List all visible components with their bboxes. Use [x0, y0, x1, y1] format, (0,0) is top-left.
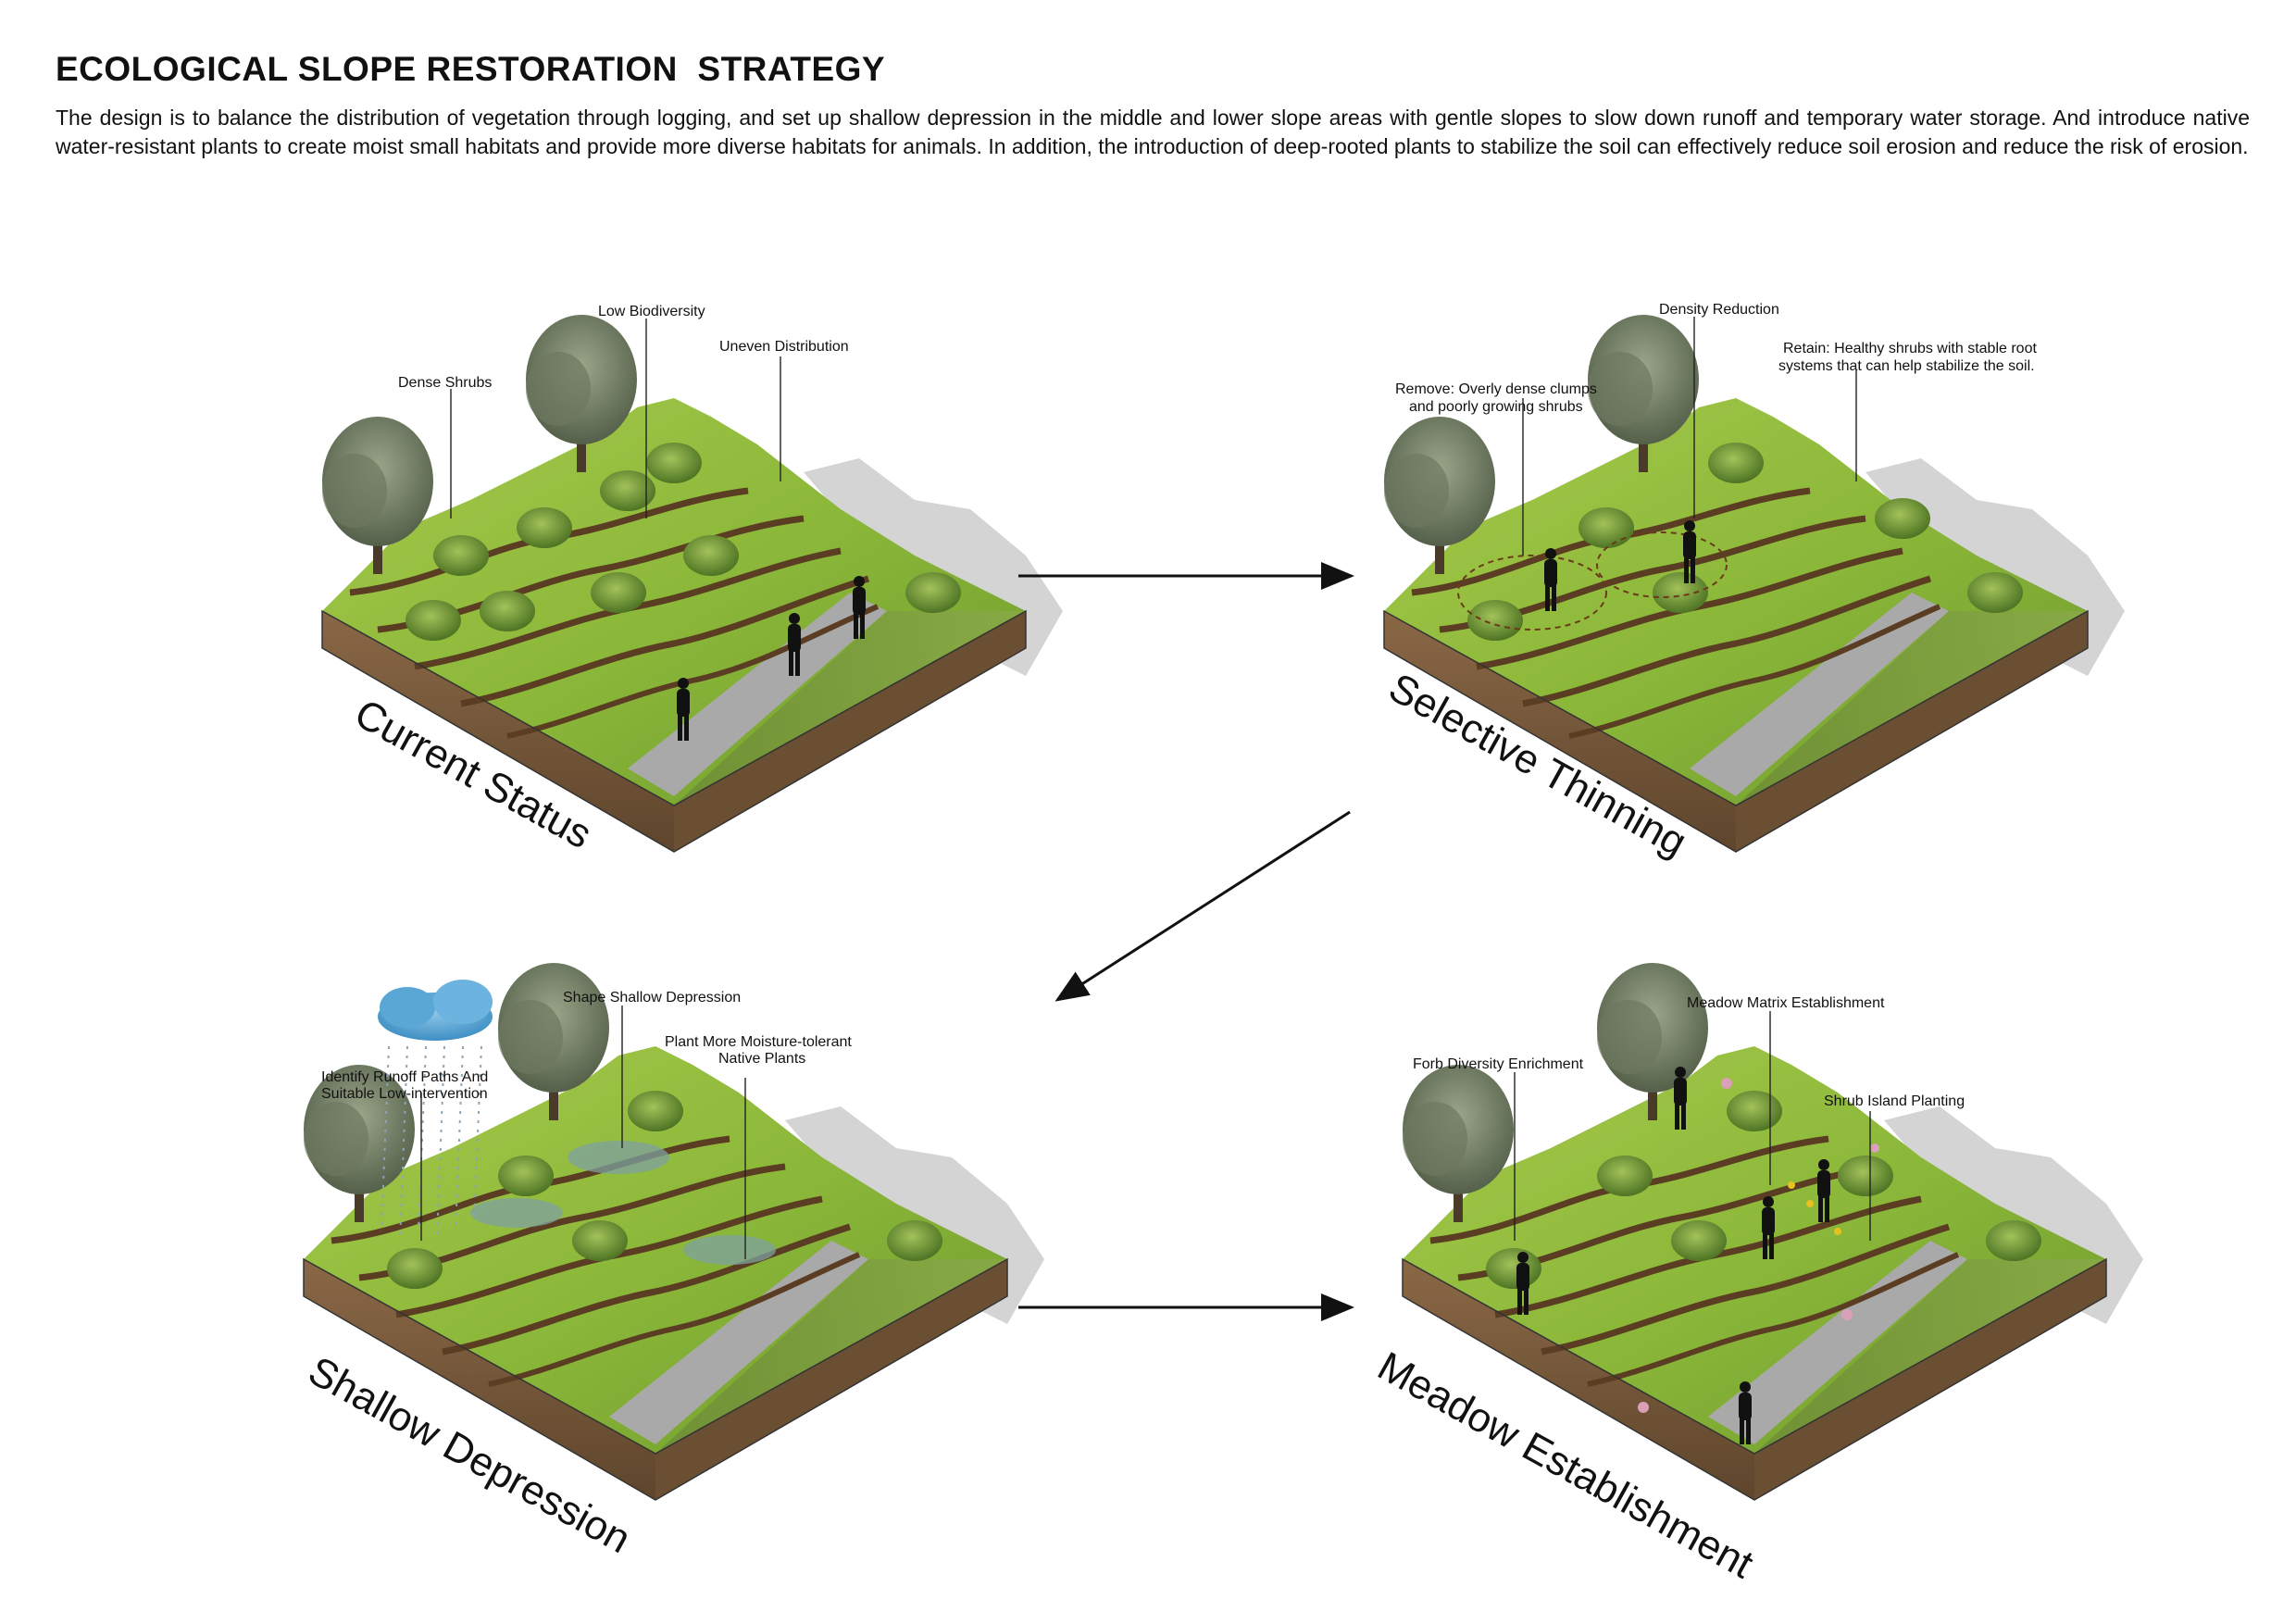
shrub-icon — [887, 1220, 942, 1261]
intro-paragraph: The design is to balance the distributio… — [56, 106, 2250, 158]
flower-patch — [1638, 1078, 1879, 1413]
panel-selective-thinning — [1384, 315, 2125, 852]
shrub-icon — [406, 600, 461, 641]
shrub-icon — [600, 470, 655, 511]
shrub-icon — [905, 572, 961, 613]
shrub-icon — [1875, 498, 1930, 539]
panel-shallow-depression — [304, 963, 1044, 1500]
shrub-icon — [1653, 572, 1708, 613]
label-remove-2: and poorly growing shrubs — [1409, 399, 1583, 415]
shrub-icon — [591, 572, 646, 613]
label-runoff-1: Identify Runoff Paths And — [321, 1069, 488, 1085]
shrub-icon — [628, 1091, 683, 1131]
shrub-icon — [646, 443, 702, 483]
shrub-icon — [1708, 443, 1764, 483]
label-retain-1: Retain: Healthy shrubs with stable root — [1783, 341, 2037, 356]
shrub-icon — [1597, 1156, 1653, 1196]
page-title: ECOLOGICAL SLOPE RESTORATION STRATEGY — [56, 50, 886, 88]
shrub-icon — [480, 591, 535, 631]
shrub-icon — [498, 1156, 554, 1196]
label-remove-1: Remove: Overly dense clumps — [1395, 381, 1597, 397]
label-uneven-distribution: Uneven Distribution — [719, 339, 849, 355]
label-shrub-island: Shrub Island Planting — [1824, 1093, 1965, 1109]
shrub-icon — [683, 535, 739, 576]
shrub-icon — [433, 535, 489, 576]
shrub-icon — [1838, 1156, 1893, 1196]
shrub-icon — [1986, 1220, 2041, 1261]
label-plant-moisture-2: Native Plants — [718, 1051, 805, 1067]
shrub-icon — [1671, 1220, 1727, 1261]
label-shape-shallow-depression: Shape Shallow Depression — [563, 990, 741, 1006]
shrub-icon — [517, 507, 572, 548]
arrow-thinning-to-depression — [1054, 810, 1351, 1002]
shrub-icon — [1467, 600, 1523, 641]
label-meadow-matrix: Meadow Matrix Establishment — [1687, 995, 1885, 1011]
shrub-icon — [1578, 507, 1634, 548]
shrub-icon — [572, 1220, 628, 1261]
shrub-icon — [387, 1248, 443, 1289]
shrub-icon — [1967, 572, 2023, 613]
label-low-biodiversity: Low Biodiversity — [598, 304, 705, 319]
label-runoff-2: Suitable Low-intervention — [321, 1086, 488, 1102]
label-plant-moisture-1: Plant More Moisture-tolerant — [665, 1034, 852, 1050]
shrub-icon — [1727, 1091, 1782, 1131]
label-dense-shrubs: Dense Shrubs — [398, 375, 492, 391]
rain-cloud-icon — [378, 980, 493, 1242]
label-density-reduction: Density Reduction — [1659, 302, 1779, 318]
label-forb-diversity: Forb Diversity Enrichment — [1413, 1056, 1584, 1072]
label-retain-2: systems that can help stabilize the soil… — [1778, 358, 2035, 374]
panel-meadow-establishment — [1403, 963, 2143, 1500]
shrub-icon — [1486, 1248, 1541, 1289]
